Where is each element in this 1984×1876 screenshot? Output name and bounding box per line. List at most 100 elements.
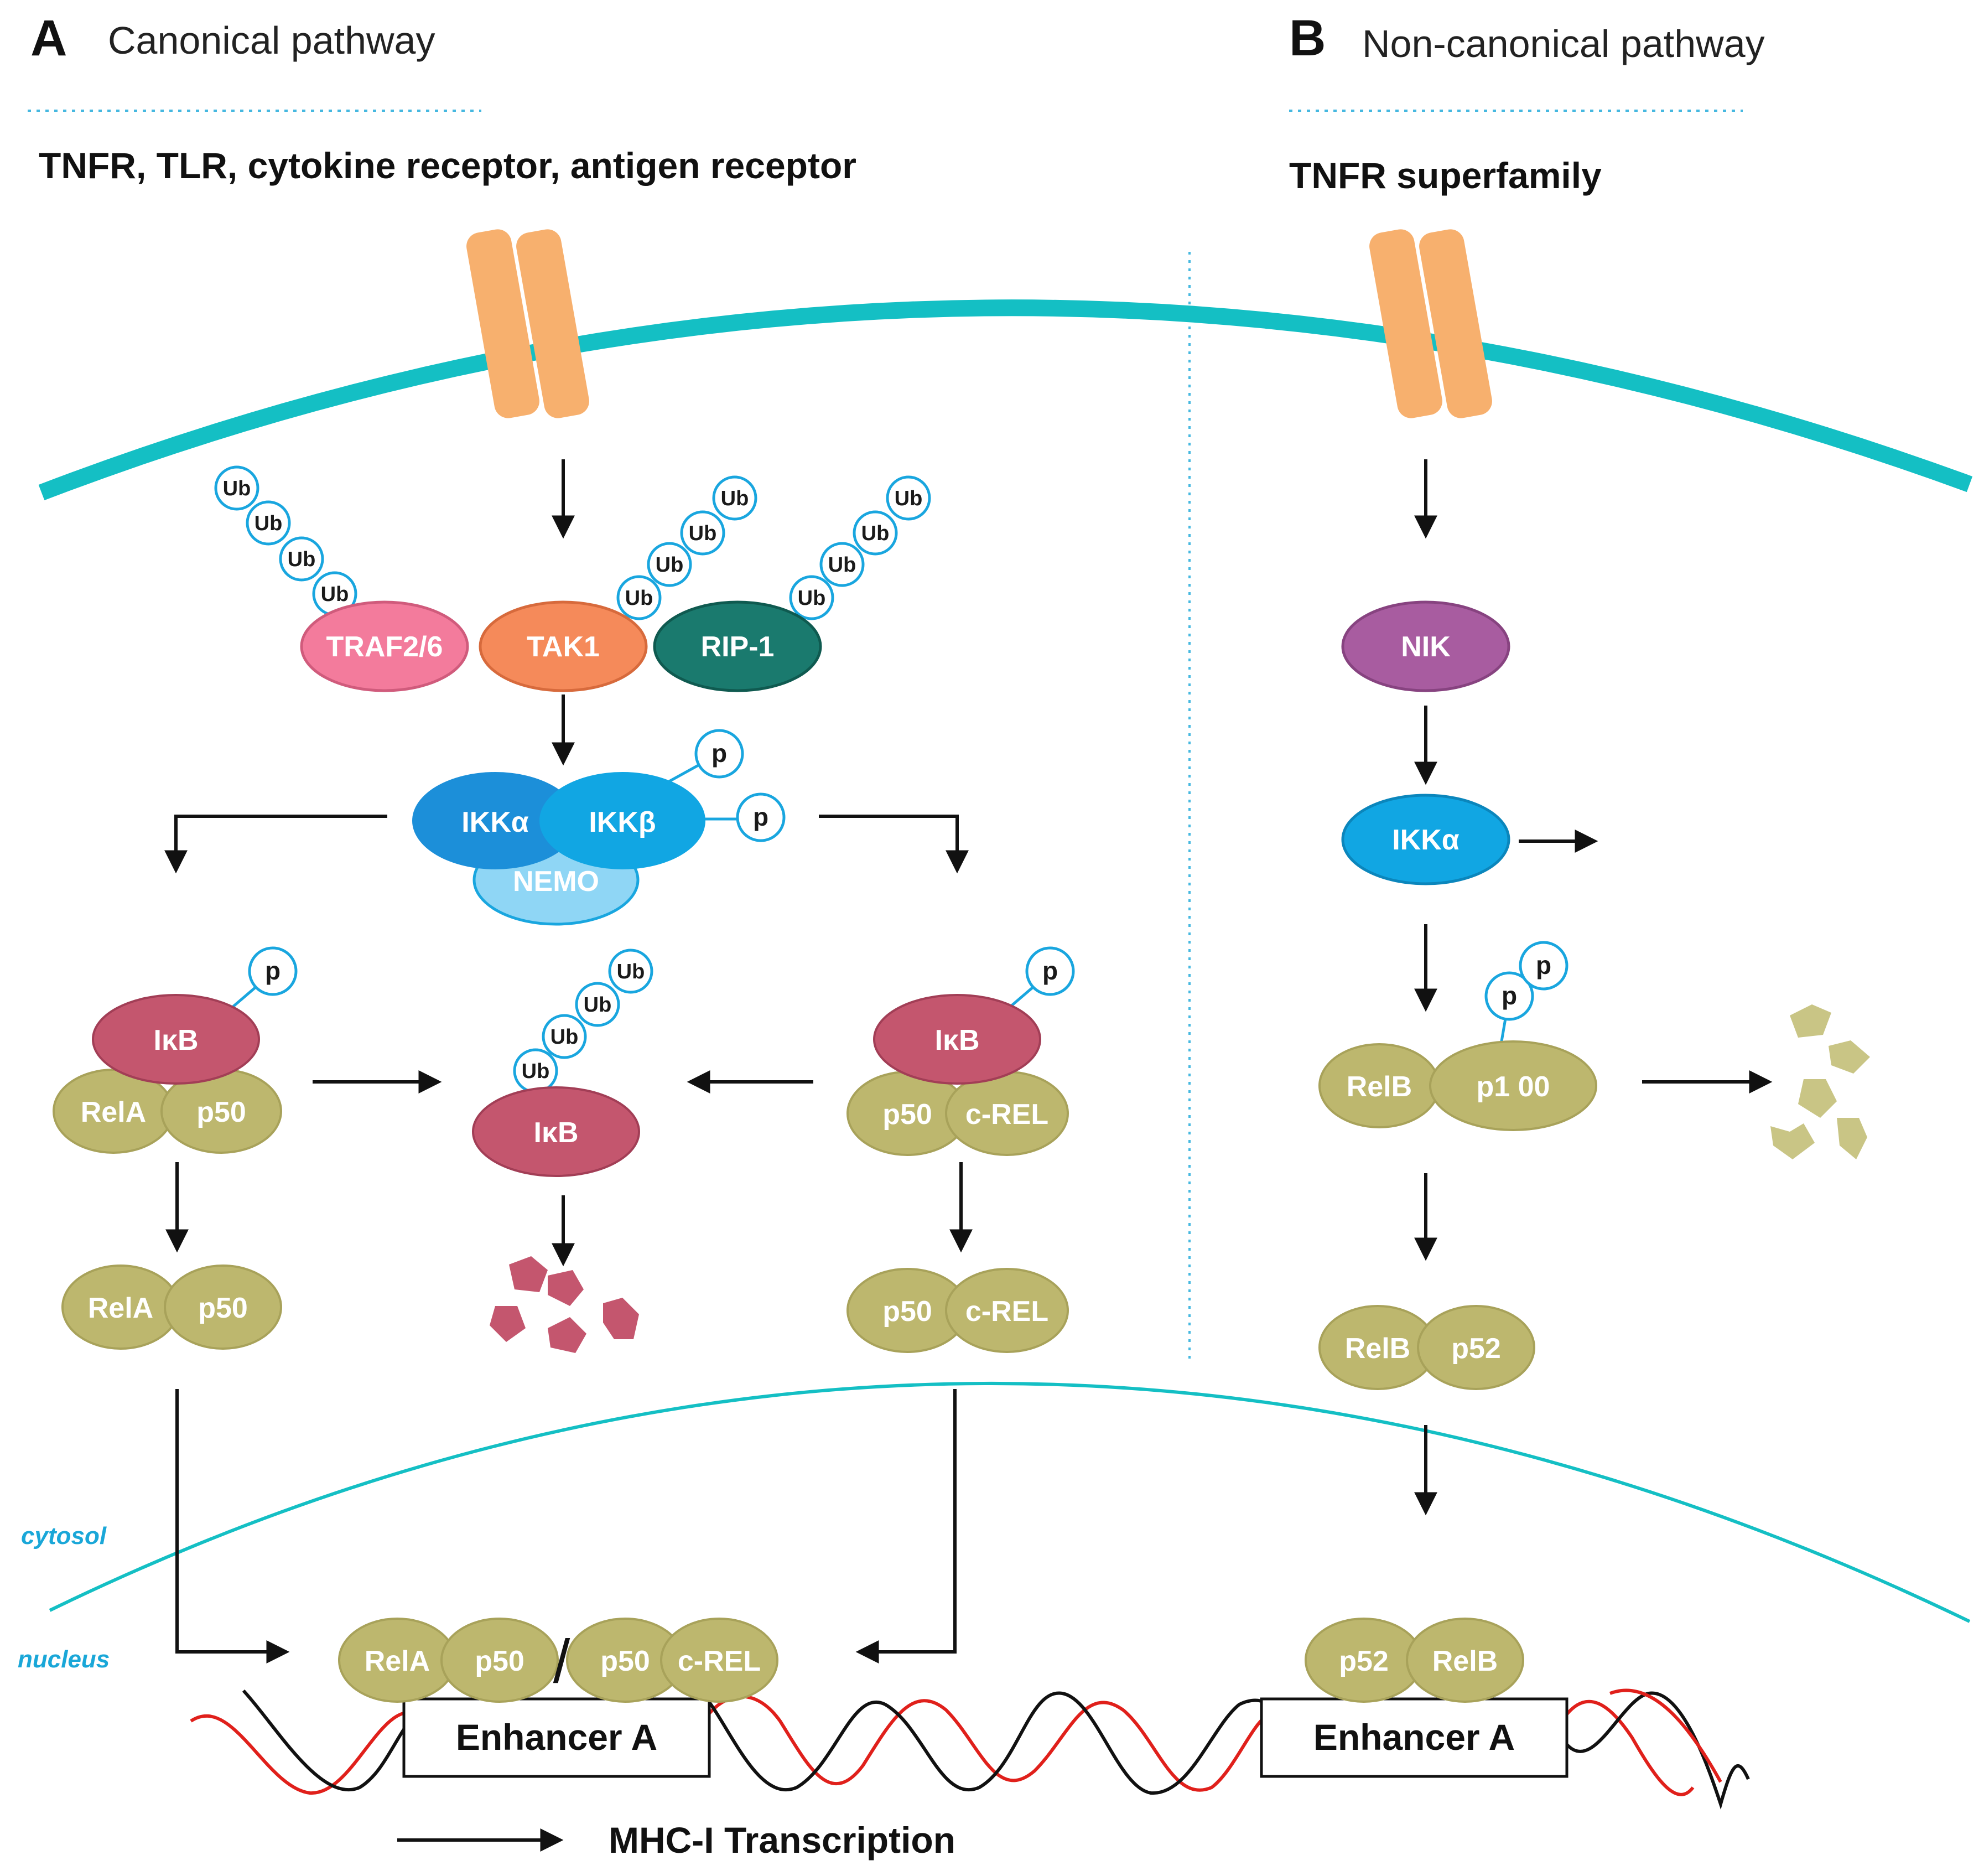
tak1-protein: TAK1	[479, 600, 648, 692]
svg-text:Ub: Ub	[584, 993, 612, 1017]
panel-b-title: Non-canonical pathway	[1362, 22, 1765, 65]
enhancer-box-left: Enhancer A	[402, 1697, 711, 1778]
ub-label: Ub	[321, 583, 349, 606]
panel-b-header: B Non-canonical pathway TNFR superfamily	[1289, 10, 1765, 196]
ub-label: Ub	[798, 587, 826, 610]
ub-chain-tak1-labels: Ub Ub Ub Ub	[625, 487, 749, 610]
svg-text:IκB: IκB	[154, 1024, 199, 1056]
ikkb-protein	[539, 772, 705, 869]
panel-b-letter: B	[1289, 10, 1326, 66]
svg-text:IκB: IκB	[935, 1024, 980, 1056]
ub-label: Ub	[861, 522, 890, 545]
svg-text:p: p	[1536, 951, 1551, 980]
ikk-complex: NEMO IKKα IKKβ p p	[412, 729, 786, 926]
nuclear-p52-relb: p52 RelB	[1305, 1618, 1524, 1703]
svg-text:Ub: Ub	[522, 1060, 550, 1083]
receptor-b	[1369, 229, 1492, 418]
ub-label: Ub	[895, 487, 923, 510]
svg-text:RIP-1: RIP-1	[701, 631, 775, 663]
legend-label: MHC-I Transcription	[609, 1820, 955, 1861]
svg-text:RelA: RelA	[365, 1645, 430, 1677]
svg-text:p50: p50	[475, 1645, 524, 1677]
panel-b-receptors: TNFR superfamily	[1289, 155, 1602, 196]
panel-a-title: Canonical pathway	[108, 19, 435, 62]
ub-chain-rip1	[789, 475, 931, 620]
ub-label: Ub	[721, 487, 749, 510]
p50-crel-dimer: p50 c-REL	[846, 1268, 1069, 1353]
ub-label: Ub	[828, 553, 856, 577]
dna-strands	[190, 1688, 1750, 1810]
plasma-membrane	[38, 299, 1973, 501]
phospho-marker	[1484, 971, 1534, 1021]
rela-p50-dimer: RelA p50	[61, 1265, 282, 1350]
panel-a-receptors: TNFR, TLR, cytokine receptor, antigen re…	[39, 145, 856, 186]
svg-text:p52: p52	[1451, 1333, 1501, 1365]
ikb-p50-crel-complex: IκB p50 c-REL p	[846, 946, 1075, 1156]
phospho-marker	[736, 792, 786, 842]
ikkb-label: IKKβ	[589, 806, 656, 838]
relb-p52-dimer: RelB p52	[1318, 1305, 1535, 1390]
svg-text:TRAF2/6: TRAF2/6	[326, 631, 443, 663]
nucleus-label: nucleus	[18, 1646, 110, 1673]
degraded-p100-fragments	[1770, 1004, 1870, 1159]
svg-text:NIK: NIK	[1401, 631, 1451, 663]
panel-a-arrows	[164, 459, 973, 1663]
nuclear-p50-crel: p50 c-REL	[566, 1618, 778, 1703]
svg-text:IκB: IκB	[534, 1117, 579, 1149]
degraded-ikb-fragments	[490, 1256, 639, 1353]
phospho-marker	[1519, 941, 1568, 991]
nuclear-membrane	[49, 1382, 1971, 1623]
ub-chain-traf	[214, 465, 357, 616]
svg-text:Enhancer A: Enhancer A	[456, 1717, 657, 1758]
svg-text:RelB: RelB	[1345, 1333, 1410, 1365]
enhancer-box-right: Enhancer A	[1260, 1697, 1568, 1778]
svg-text:p50: p50	[882, 1098, 932, 1131]
svg-text:p50: p50	[600, 1645, 650, 1677]
ub-ikb: Ub Ub Ub Ub IκB	[472, 949, 653, 1177]
svg-text:RelA: RelA	[81, 1096, 146, 1128]
svg-text:c-REL: c-REL	[965, 1295, 1048, 1328]
panel-a-header: A Canonical pathway TNFR, TLR, cytokine …	[28, 10, 856, 186]
svg-text:p50: p50	[882, 1295, 932, 1328]
ikka-protein	[412, 772, 578, 869]
receptor-a	[466, 229, 589, 418]
svg-text:p52: p52	[1339, 1645, 1389, 1677]
svg-text:p: p	[1042, 956, 1058, 985]
svg-text:IKKα: IKKα	[1392, 824, 1460, 856]
svg-text:TAK1: TAK1	[527, 631, 600, 663]
svg-text:RelB: RelB	[1347, 1071, 1412, 1103]
svg-text:Ub: Ub	[617, 960, 645, 983]
svg-text:p: p	[1502, 981, 1517, 1010]
svg-text:RelB: RelB	[1432, 1645, 1498, 1677]
ub-chain-traf-labels: Ub Ub Ub Ub	[223, 477, 349, 606]
ub-label: Ub	[255, 512, 283, 535]
panel-a-letter: A	[30, 10, 67, 66]
legend: MHC-I Transcription	[397, 1820, 955, 1861]
svg-text:c-REL: c-REL	[678, 1645, 761, 1677]
nik-protein: NIK	[1341, 600, 1510, 692]
svg-text:p50: p50	[198, 1292, 248, 1324]
svg-text:p: p	[753, 802, 768, 831]
ikka-label: IKKα	[461, 806, 529, 838]
phospho-marker	[694, 729, 744, 779]
ikka-protein-b: IKKα	[1341, 794, 1510, 885]
svg-text:p: p	[265, 956, 281, 985]
cytosol-label: cytosol	[21, 1522, 107, 1549]
ub-label: Ub	[625, 587, 653, 610]
relb-p100-complex: RelB p1 00 p p	[1318, 941, 1597, 1131]
svg-text:RelA: RelA	[88, 1292, 153, 1324]
phospho-marker	[248, 946, 298, 996]
panel-b-arrows	[1414, 459, 1773, 1516]
ub-label: Ub	[288, 548, 316, 571]
svg-text:p50: p50	[196, 1096, 246, 1128]
svg-text:p1 00: p1 00	[1477, 1071, 1550, 1103]
svg-text:Ub: Ub	[550, 1025, 579, 1049]
traf-protein: TRAF2/6	[300, 600, 469, 692]
ikb-rela-p50-complex: IκB RelA p50 p	[53, 946, 298, 1154]
ub-label: Ub	[689, 522, 717, 545]
rip1-protein: RIP-1	[653, 600, 822, 692]
nemo-label: NEMO	[513, 866, 599, 898]
ub-label: Ub	[223, 477, 251, 500]
ub-label: Ub	[656, 553, 684, 577]
svg-text:Enhancer A: Enhancer A	[1313, 1717, 1515, 1758]
